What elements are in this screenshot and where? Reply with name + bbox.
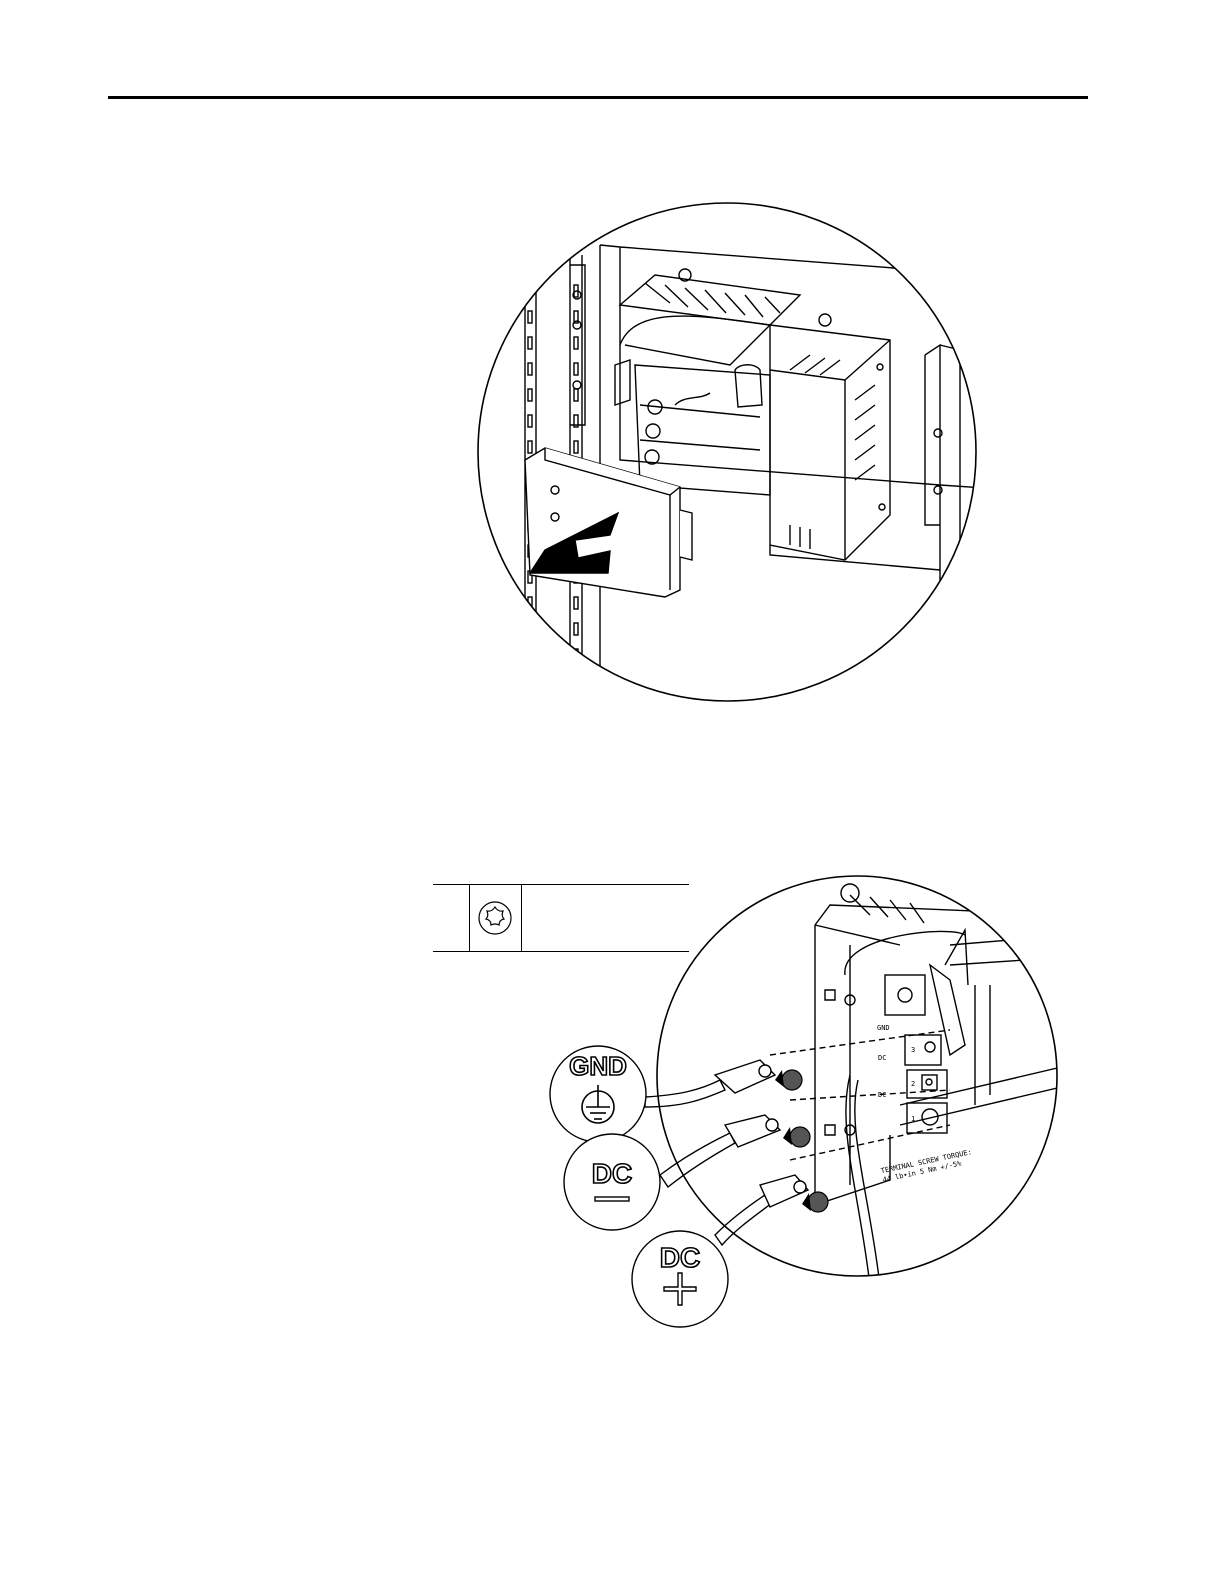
rail-slot: [528, 337, 532, 349]
terminal-2-label: 2: [911, 1080, 915, 1088]
rail-slot: [574, 623, 578, 635]
terminal-block: [845, 930, 968, 1133]
terminal-1-label: 1: [911, 1115, 915, 1123]
terminal-3-label: 3: [911, 1046, 915, 1054]
right-rack-rail: [925, 345, 960, 710]
dc-minus-cable: [660, 1133, 735, 1187]
panel-dc1-label: DC: [878, 1054, 886, 1062]
rail-slot: [528, 311, 532, 323]
gnd-symbol: GND: [550, 1046, 646, 1142]
rail-slot: [574, 389, 578, 401]
rail-slot: [528, 441, 532, 453]
dc-plus-symbol: DC: [632, 1231, 728, 1327]
rail-slot: [528, 415, 532, 427]
gnd-symbol-label: GND: [569, 1051, 627, 1081]
rail-slot: [528, 675, 532, 687]
header-rule: [108, 96, 1088, 99]
minus-symbol: [595, 1197, 629, 1201]
rail-slot: [574, 337, 578, 349]
rail-slot: [528, 285, 532, 297]
rail-slot: [574, 597, 578, 609]
dc-plus-symbol-label: DC: [660, 1242, 700, 1273]
dc-minus-symbol-label: DC: [592, 1158, 632, 1189]
heatsink: [620, 269, 831, 326]
panel-dc2-label: DC: [878, 1091, 886, 1099]
rail-slot: [528, 649, 532, 661]
dc-cable-connection-illustration: TERMINAL SCREW TORQUE: 44 lb•in 5 Nm +/-…: [430, 875, 1070, 1335]
rail-slot: [574, 363, 578, 375]
rail-slot: [528, 389, 532, 401]
dc-plus-cable: [715, 1195, 772, 1245]
panel-gnd-label: GND: [877, 1024, 890, 1032]
rail-slot: [528, 363, 532, 375]
dc-minus-symbol: DC: [564, 1134, 660, 1230]
rail-slot: [574, 675, 578, 687]
rail-slot: [528, 623, 532, 635]
rail-slot: [574, 441, 578, 453]
cover-removal-illustration: [470, 195, 985, 710]
